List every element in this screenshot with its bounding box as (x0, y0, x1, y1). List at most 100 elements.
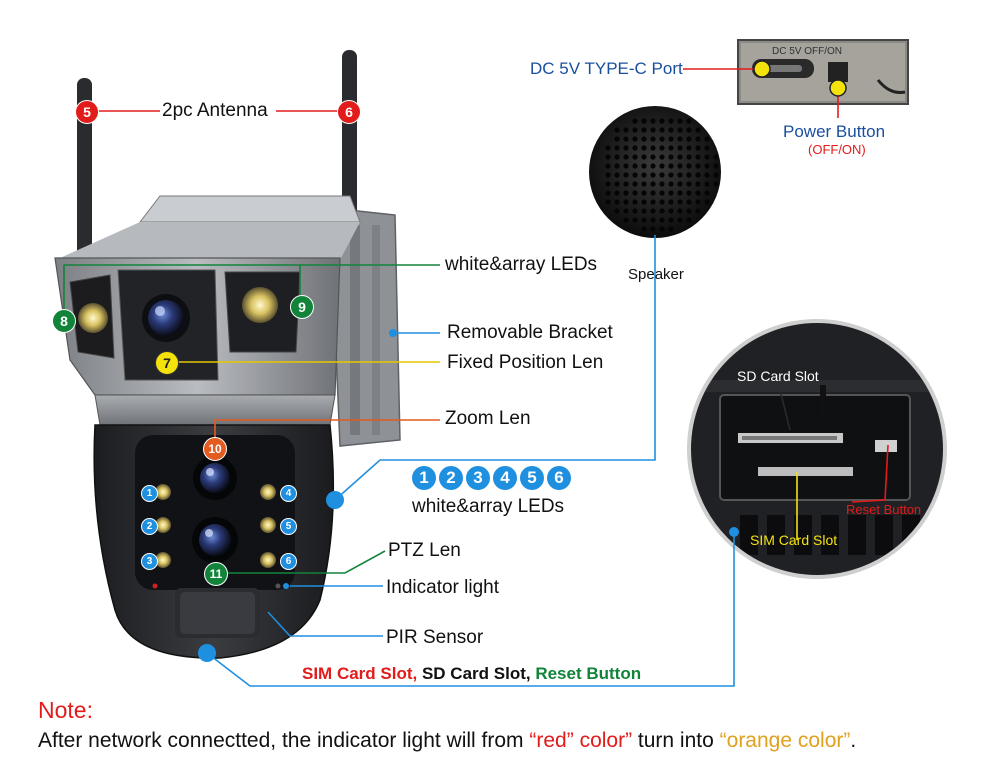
led-number-2: 2 (141, 518, 158, 535)
housing-fin (875, 515, 893, 555)
speaker-hole (677, 208, 683, 214)
speaker-hole (677, 181, 683, 187)
speaker-hole (704, 145, 710, 151)
speaker-label: Speaker (628, 266, 684, 283)
speaker-hole (668, 163, 674, 169)
speaker-hole (668, 226, 674, 232)
speaker-hole (650, 199, 656, 205)
speaker-hole (614, 154, 620, 160)
speaker-hole (650, 127, 656, 133)
speaker-hole (650, 208, 656, 214)
led-row-1: 1 (412, 466, 436, 490)
speaker-hole (641, 226, 647, 232)
speaker-hole (677, 199, 683, 205)
speaker-hole (659, 172, 665, 178)
speaker-hole (668, 217, 674, 223)
led-number-6: 6 (280, 553, 297, 570)
badge-7: 7 (155, 351, 179, 375)
speaker-hole (659, 145, 665, 151)
speaker-hole (650, 136, 656, 142)
speaker-hole (605, 181, 611, 187)
badge-10: 10 (203, 437, 227, 461)
led-row-3: 3 (466, 466, 490, 490)
speaker-hole (632, 172, 638, 178)
speaker-hole (605, 199, 611, 205)
bracket (329, 207, 401, 447)
note-prefix: After network connectted, the indicator … (38, 729, 530, 752)
reset-button-text: Reset Button (535, 664, 642, 683)
speaker-hole (659, 208, 665, 214)
speaker-hole (713, 172, 719, 178)
speaker-hole (668, 172, 674, 178)
speaker-hole (695, 127, 701, 133)
sim-card-slot-label: SIM Card Slot (750, 532, 838, 548)
speaker-hole (677, 118, 683, 124)
speaker-hole (614, 199, 620, 205)
led-row-6: 6 (547, 466, 571, 490)
speaker-hole (641, 127, 647, 133)
speaker-hole (695, 145, 701, 151)
speaker-hole (623, 163, 629, 169)
speaker-hole (614, 190, 620, 196)
speaker-hole (623, 127, 629, 133)
badge-11: 11 (204, 562, 228, 586)
speaker-hole (614, 136, 620, 142)
note-title: Note: (38, 697, 93, 723)
speaker-hole (659, 163, 665, 169)
speaker-hole (623, 136, 629, 142)
speaker-hole (686, 199, 692, 205)
speaker-hole (695, 136, 701, 142)
speaker-hole (632, 163, 638, 169)
speaker-hole (614, 181, 620, 187)
speaker-hole (659, 217, 665, 223)
indicator-light-label: Indicator light (386, 577, 500, 598)
ptz-len-label: PTZ Len (388, 540, 461, 561)
speaker-hole (632, 127, 638, 133)
speaker-hole (677, 163, 683, 169)
speaker-hole (641, 154, 647, 160)
speaker-hole (623, 181, 629, 187)
speaker-hole (704, 163, 710, 169)
speaker-hole (686, 127, 692, 133)
note-body: After network connectted, the indicator … (38, 729, 856, 753)
speaker-hole (641, 145, 647, 151)
speaker-hole (677, 172, 683, 178)
speaker-hole (641, 118, 647, 124)
speaker-hole (623, 190, 629, 196)
speaker-hole (623, 145, 629, 151)
antenna-left (77, 78, 92, 288)
speaker-hole (632, 181, 638, 187)
led-number-1: 1 (141, 485, 158, 502)
speaker-hole (704, 136, 710, 142)
power-button-label: Power Button (783, 122, 886, 141)
speaker-hole (641, 163, 647, 169)
speaker-hole (659, 226, 665, 232)
speaker-hole (614, 172, 620, 178)
speaker-hole (641, 136, 647, 142)
speaker-hole (668, 181, 674, 187)
speaker-hole (695, 163, 701, 169)
speaker-hole (641, 199, 647, 205)
speaker-hole (686, 163, 692, 169)
speaker-hole (650, 154, 656, 160)
led-number-3: 3 (141, 553, 158, 570)
speaker-hole (686, 145, 692, 151)
speaker-hole (614, 145, 620, 151)
speaker-hole (641, 217, 647, 223)
speaker-hole (632, 190, 638, 196)
speaker-hole (614, 163, 620, 169)
white-leds-top-label: white&array LEDs (445, 254, 598, 275)
speaker-hole (713, 181, 719, 187)
speaker-hole (704, 172, 710, 178)
speaker-hole (659, 181, 665, 187)
speaker-hole (677, 217, 683, 223)
speaker-hole (713, 163, 719, 169)
speaker-hole (641, 172, 647, 178)
led-row-2: 2 (439, 466, 463, 490)
note-suffix: . (850, 729, 857, 752)
antenna-label: 2pc Antenna (162, 100, 268, 121)
speaker-image (589, 106, 721, 238)
speaker-hole (677, 154, 683, 160)
speaker-hole (605, 172, 611, 178)
